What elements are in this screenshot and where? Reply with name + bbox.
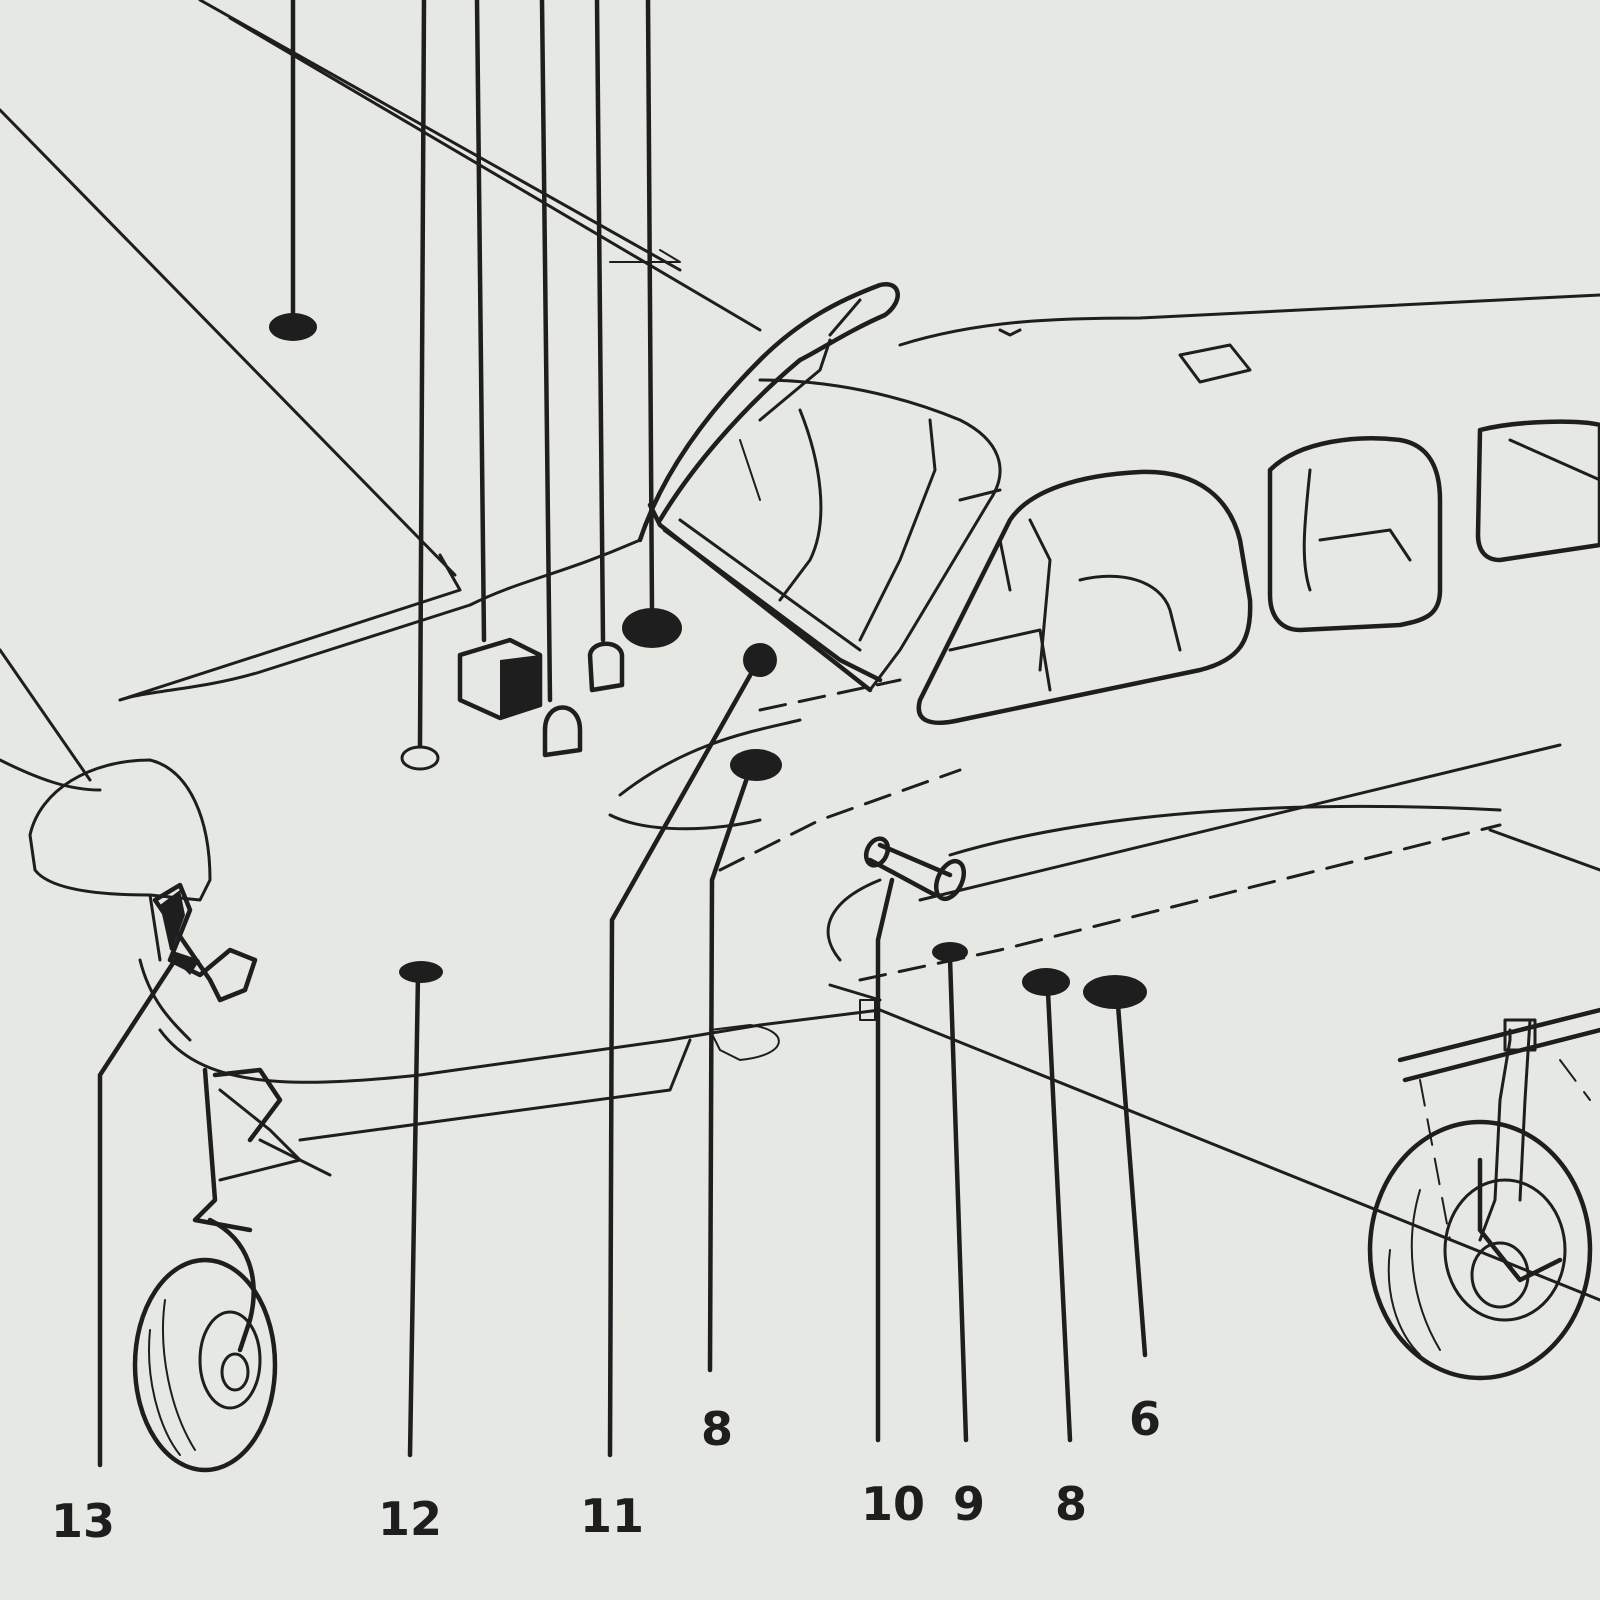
callout-12: 12: [378, 1492, 442, 1546]
callout-labels: 13 12 11 8 10 9 8 6: [51, 1392, 1161, 1548]
callout-8-lower: 8: [1055, 1477, 1087, 1531]
leader-lines: [97, 0, 1148, 1468]
cabin-windows: [916, 419, 1600, 726]
left-wing: [0, 0, 762, 702]
leader-9: [947, 955, 969, 1443]
main-landing-gear: [1367, 1007, 1600, 1381]
leader-top-f: [645, 0, 655, 615]
callout-6: 6: [1129, 1392, 1161, 1446]
callout-9: 9: [953, 1477, 985, 1531]
leader-6: [1115, 1002, 1148, 1358]
leader-10: [875, 877, 895, 1443]
callout-13: 13: [51, 1494, 115, 1548]
leader-top-d: [539, 0, 553, 703]
callout-8-upper: 8: [701, 1402, 733, 1456]
leader-8b: [1045, 989, 1073, 1443]
leader-12: [407, 972, 421, 1458]
leader-8a: [707, 772, 751, 1373]
nose-landing-gear: [132, 1067, 332, 1473]
service-points: [269, 313, 1147, 1009]
callout-11: 11: [580, 1489, 644, 1543]
callout-10: 10: [861, 1477, 925, 1531]
leader-11: [607, 669, 755, 1458]
leader-top-e: [594, 0, 606, 643]
leader-top-c: [474, 0, 487, 643]
propeller-and-spinner: [0, 648, 258, 1042]
leader-13: [97, 957, 178, 1468]
windshield-and-cockpit: [637, 281, 1002, 693]
fuselage-outline: [118, 293, 1600, 1302]
leader-top-b: [417, 0, 427, 748]
